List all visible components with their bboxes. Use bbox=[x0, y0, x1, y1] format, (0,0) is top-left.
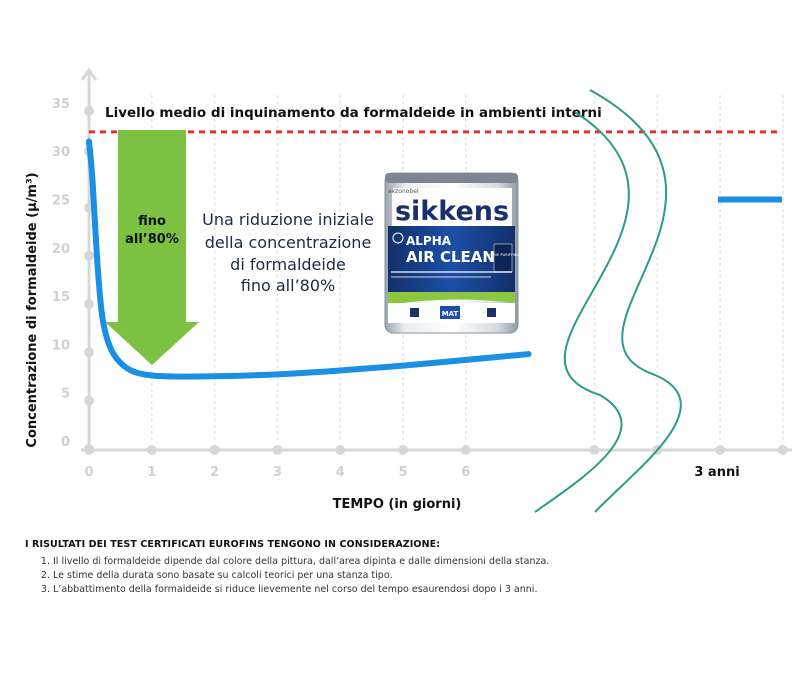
x-tick-dot bbox=[209, 445, 220, 455]
product-small-brand: akzonobel bbox=[388, 188, 419, 195]
y-tick-dot bbox=[84, 250, 94, 261]
x-tick-dot bbox=[589, 445, 600, 455]
axis-break-line-2 bbox=[589, 89, 682, 513]
callout-line-1: Una riduzione iniziale bbox=[202, 210, 374, 229]
x-tick-label: 5 bbox=[398, 465, 407, 480]
y-axis-label: Concentrazione di formaldeide (μ/m³) bbox=[25, 172, 40, 447]
x-tick-label: 0 bbox=[84, 465, 93, 480]
note-item-1: Il livello di formaldeide dipende dal co… bbox=[53, 556, 785, 567]
y-tick-label: 5 bbox=[61, 387, 70, 402]
x-tick-label: 6 bbox=[461, 465, 470, 480]
product-line-2: AIR CLEAN bbox=[406, 248, 495, 266]
product-brand: sikkens bbox=[395, 196, 509, 227]
callout-text: Una riduzione iniziale della concentrazi… bbox=[202, 210, 374, 295]
x-axis-label: TEMPO (in giorni) bbox=[333, 497, 462, 512]
x-tick-dot bbox=[777, 445, 788, 455]
y-tick-label: 30 bbox=[52, 145, 70, 160]
x-tick-dot bbox=[715, 445, 726, 455]
x-tick-labels: 0 1 2 3 4 5 6 bbox=[84, 465, 470, 480]
y-tick-label: 20 bbox=[52, 242, 70, 257]
x-tick-dot bbox=[335, 445, 346, 455]
x-tick-dot bbox=[146, 445, 157, 455]
axis-break-line-1 bbox=[534, 111, 630, 513]
x-tick-label: 3 bbox=[273, 465, 282, 480]
x-end-label: 3 anni bbox=[694, 465, 739, 480]
x-tick-label: 2 bbox=[210, 465, 219, 480]
note-item-3: L’abbattimento della formaldeide si ridu… bbox=[53, 584, 785, 595]
x-tick-dot bbox=[460, 445, 471, 455]
product-line-1: ALPHA bbox=[406, 234, 452, 248]
reduction-arrow: fino all’80% bbox=[105, 130, 199, 365]
y-axis-arrowhead bbox=[80, 67, 98, 81]
y-tick-dot bbox=[84, 105, 94, 116]
product-tag: MAT bbox=[442, 310, 459, 318]
product-can-image: akzonobel sikkens ALPHA AIR CLEAN ACTIVE… bbox=[384, 172, 520, 334]
reference-line-label: Livello medio di inquinamento da formald… bbox=[105, 105, 602, 121]
y-tick-dot bbox=[84, 395, 94, 406]
callout-line-3: di formaldeide bbox=[230, 255, 346, 274]
concentration-line bbox=[86, 138, 532, 380]
y-tick-label: 35 bbox=[52, 97, 70, 112]
axes bbox=[80, 67, 792, 455]
notes-list: Il livello di formaldeide dipende dal co… bbox=[25, 556, 785, 595]
y-tick-label: 10 bbox=[52, 338, 70, 353]
y-tick-dot bbox=[84, 347, 94, 358]
y-tick-dot bbox=[84, 299, 94, 310]
reduction-arrow-shape bbox=[105, 130, 199, 365]
x-tick-dot bbox=[272, 445, 283, 455]
formaldehyde-chart: 0 5 10 15 20 25 30 35 0 1 2 3 4 5 6 Livello medio di … bbox=[25, 67, 792, 513]
notes-section: I RISULTATI DEI TEST CERTIFICATI EUROFIN… bbox=[25, 539, 785, 598]
x-tick-label: 4 bbox=[336, 465, 345, 480]
x-tick-dot bbox=[398, 445, 408, 455]
y-tick-label: 25 bbox=[52, 194, 70, 209]
notes-heading: I RISULTATI DEI TEST CERTIFICATI EUROFIN… bbox=[25, 539, 441, 550]
y-tick-labels: 0 5 10 15 20 25 30 35 bbox=[52, 97, 70, 450]
product-badge: ACTIVE PURIFYING bbox=[487, 253, 520, 257]
y-tick-label: 15 bbox=[52, 290, 70, 305]
x-tick-dot bbox=[84, 445, 94, 455]
callout-line-4: fino all’80% bbox=[241, 276, 335, 295]
reduction-arrow-label-1: fino bbox=[138, 214, 166, 229]
y-tick-label: 0 bbox=[61, 435, 70, 450]
reduction-arrow-label-2: all’80% bbox=[125, 232, 179, 247]
x-tick-label: 1 bbox=[147, 465, 156, 480]
note-item-2: Le stime della durata sono basate su cal… bbox=[53, 570, 785, 581]
callout-line-2: della concentrazione bbox=[205, 233, 372, 252]
